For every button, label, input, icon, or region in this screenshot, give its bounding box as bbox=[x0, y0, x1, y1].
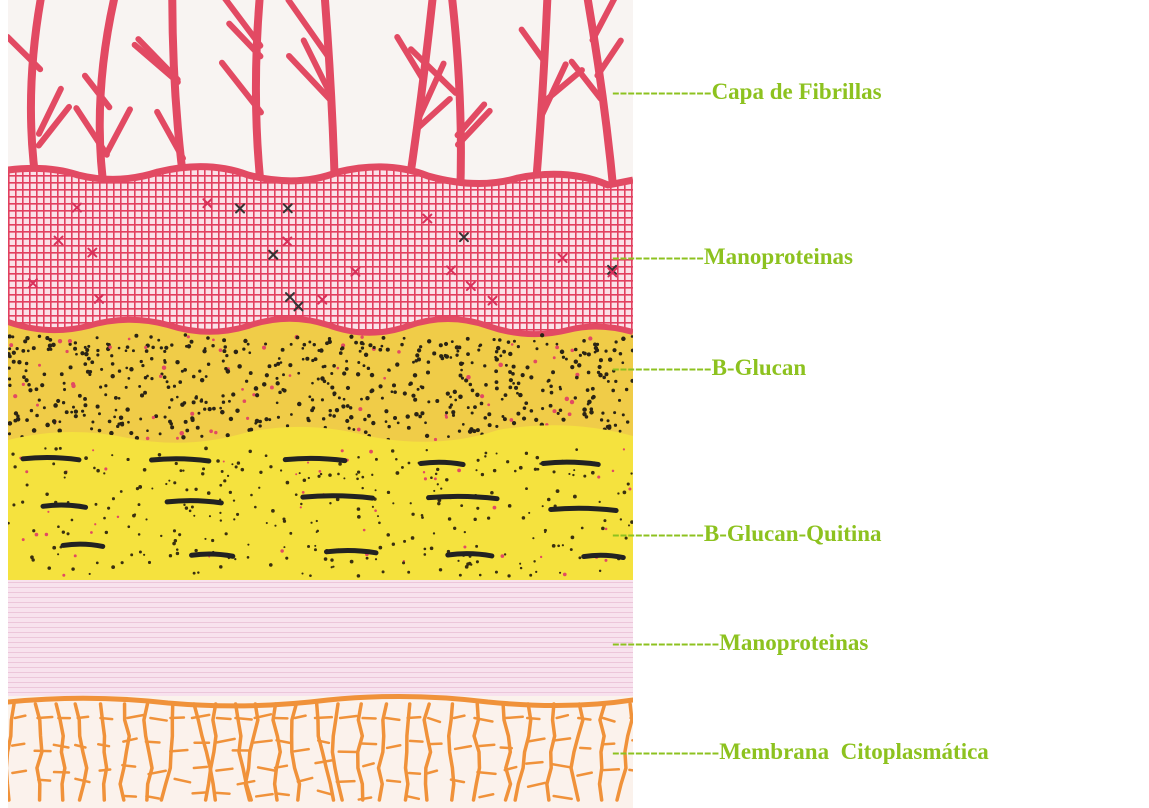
label-capa-de-fibrillas: -------------Capa de Fibrillas bbox=[612, 80, 882, 103]
label-manoproteinas-inner: --------------Manoproteinas bbox=[612, 631, 868, 654]
b-glucan-chitin-layer bbox=[8, 425, 633, 582]
label-manoproteinas-outer: ------------Manoproteinas bbox=[612, 245, 853, 268]
fibrils-layer bbox=[8, 0, 633, 200]
label-b-glucan: -------------B-Glucan bbox=[612, 356, 806, 379]
label-membrana-citoplasmatica: --------------Membrana Citoplasmática bbox=[612, 740, 989, 763]
cell-wall-illustration bbox=[8, 0, 633, 808]
mannoproteins-grid-layer bbox=[8, 167, 633, 334]
plasma-membrane-layer bbox=[8, 696, 633, 808]
mannoproteins-pink-layer bbox=[8, 580, 633, 698]
label-b-glucan-quitina: ------------B-Glucan-Quitina bbox=[612, 522, 882, 545]
